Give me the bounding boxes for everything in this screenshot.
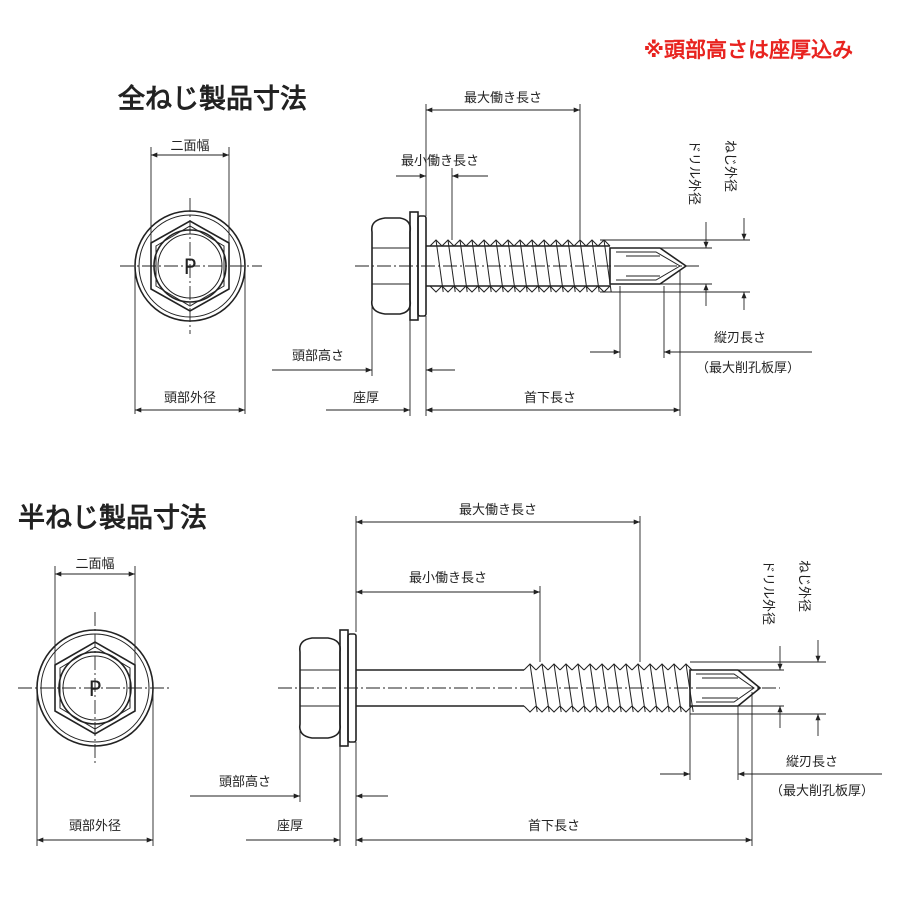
- full-thread-across-flats-label: 二面幅: [170, 139, 209, 154]
- half-thread-max-working-length-label: 最大働き長さ: [459, 503, 537, 518]
- full-thread-length-under-head-label: 首下長さ: [524, 391, 576, 406]
- half-thread-washer-thickness-label: 座厚: [277, 819, 303, 834]
- full-thread-min-working-length-label: 最小働き長さ: [401, 154, 479, 169]
- full-thread-washer-thickness-label: 座厚: [353, 391, 379, 406]
- thread-helix-line: [531, 239, 540, 293]
- thread-helix-line: [601, 663, 610, 713]
- half-thread-side-view: 最大働き長さ 最小働き長さ ドリル外径 ねじ外径 縦刃長さ （最大削孔板厚）: [190, 503, 882, 846]
- thread-helix-line: [649, 663, 658, 713]
- full-thread-flute-length-label: 縦刃長さ: [714, 331, 766, 346]
- thread-helix-line: [589, 663, 598, 713]
- head-height-note: ※頭部高さは座厚込み: [644, 38, 853, 62]
- full-thread-threads: [429, 239, 612, 293]
- half-thread-head-front-view: P 二面幅 頭部外径: [18, 557, 172, 846]
- thread-helix-line: [495, 239, 504, 293]
- full-thread-side-view: 最大働き長さ 最小働き長さ ドリル外径 ねじ外径 縦刃長さ （最大削孔: [272, 91, 812, 416]
- thread-helix-line: [579, 239, 588, 293]
- full-thread-head-mark: P: [184, 255, 197, 279]
- thread-helix-line: [661, 663, 670, 713]
- half-thread-head-outer-diameter-label: 頭部外径: [69, 819, 121, 834]
- thread-helix-line: [435, 239, 444, 293]
- full-thread-head-height-label: 頭部高さ: [292, 348, 344, 364]
- half-thread-flute-length-label: 縦刃長さ: [786, 755, 838, 770]
- half-thread-max-drill-thickness-label: （最大削孔板厚）: [770, 784, 874, 799]
- half-thread-title: 半ねじ製品寸法: [18, 503, 207, 534]
- half-thread-thread-diameter-label: ねじ外径: [796, 560, 811, 612]
- full-thread-thread-diameter-label: ねじ外径: [722, 140, 737, 192]
- full-thread-drill-diameter-label: ドリル外径: [686, 140, 701, 205]
- half-thread-head-mark: P: [89, 677, 102, 701]
- thread-helix-line: [553, 663, 562, 713]
- thread-helix-line: [507, 239, 516, 293]
- thread-helix-line: [529, 663, 538, 713]
- half-thread-across-flats-label: 二面幅: [75, 557, 114, 572]
- full-thread-section: 全ねじ製品寸法 P 二面幅 頭部外径: [117, 83, 812, 416]
- half-thread-head-height-label: 頭部高さ: [219, 774, 271, 790]
- thread-helix-line: [613, 663, 622, 713]
- thread-helix-line: [447, 239, 456, 293]
- thread-helix-line: [591, 239, 600, 293]
- thread-helix-line: [567, 239, 576, 293]
- thread-helix-line: [565, 663, 574, 713]
- thread-helix-line: [541, 663, 550, 713]
- thread-helix-line: [625, 663, 634, 713]
- thread-helix-line: [459, 239, 468, 293]
- full-thread-head-outer-diameter-label: 頭部外径: [164, 391, 216, 406]
- half-thread-drill-diameter-label: ドリル外径: [760, 560, 775, 625]
- full-thread-max-working-length-label: 最大働き長さ: [464, 91, 542, 106]
- full-thread-title: 全ねじ製品寸法: [117, 83, 307, 115]
- thread-helix-line: [471, 239, 480, 293]
- half-thread-min-working-length-label: 最小働き長さ: [409, 571, 487, 586]
- thread-helix-line: [673, 663, 682, 713]
- half-thread-threads: [523, 663, 694, 713]
- thread-helix-line: [483, 239, 492, 293]
- thread-helix-line: [637, 663, 646, 713]
- thread-helix-line: [519, 239, 528, 293]
- half-thread-length-under-head-label: 首下長さ: [528, 819, 580, 834]
- thread-helix-line: [577, 663, 586, 713]
- half-thread-section: 半ねじ製品寸法 P 二面幅 頭部外径: [18, 503, 882, 846]
- full-thread-max-drill-thickness-label: （最大削孔板厚）: [696, 361, 800, 376]
- thread-helix-line: [543, 239, 552, 293]
- thread-helix-line: [555, 239, 564, 293]
- full-thread-head-front-view: P 二面幅 頭部外径: [120, 139, 262, 414]
